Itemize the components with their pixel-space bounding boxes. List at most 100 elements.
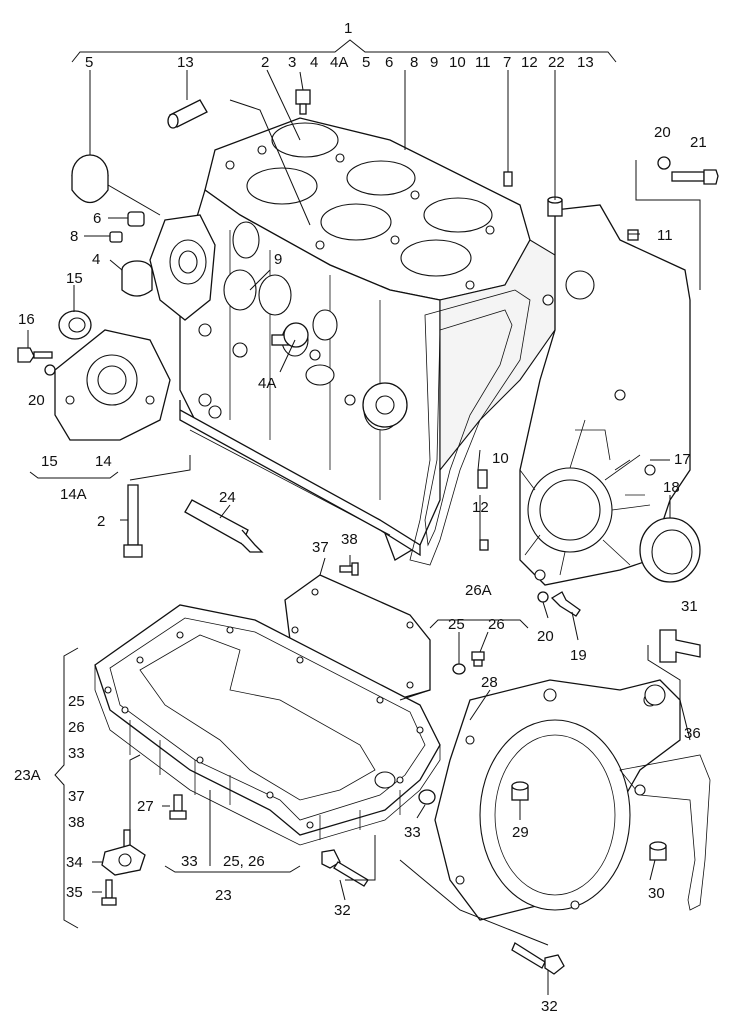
bolt-21: [671, 169, 719, 185]
label-9: 9: [430, 54, 438, 71]
label-6-left: 6: [93, 210, 101, 227]
dowel-30: [649, 841, 667, 861]
label-11: 11: [475, 54, 491, 71]
cylinder-bore-4: [320, 203, 392, 241]
label-4A-mid: 4A: [258, 375, 276, 392]
label-12-mid: 12: [472, 499, 489, 516]
cylinder-bore-1: [271, 122, 339, 158]
label-18: 18: [663, 479, 680, 496]
group-bracket-14A: [29, 471, 119, 479]
label-26-right: 26: [488, 616, 505, 633]
pin-7: [503, 171, 513, 187]
label-38-list: 38: [68, 814, 85, 831]
label-37-top: 37: [312, 539, 329, 556]
oil-pan: [94, 604, 441, 846]
label-19: 19: [570, 647, 587, 664]
label-25-list: 25: [68, 693, 85, 710]
label-9-mid: 9: [274, 251, 282, 268]
label-30: 30: [648, 885, 665, 902]
label-32-upper: 32: [334, 902, 351, 919]
cylinder-bore-2: [246, 167, 318, 205]
cylinder-bore-5: [423, 197, 493, 233]
screw-38: [339, 562, 359, 576]
seal-ring-33: [418, 789, 436, 805]
label-20-left: 20: [28, 392, 45, 409]
washer-20-lower: [537, 591, 549, 603]
label-32-lower: 32: [541, 998, 558, 1015]
label-29: 29: [512, 824, 529, 841]
label-23A: 23A: [14, 767, 41, 784]
label-5: 5: [362, 54, 370, 71]
label-22: 22: [548, 54, 565, 71]
pipe-4A: [271, 322, 309, 348]
group-bracket-23A: [54, 647, 79, 929]
label-4A: 4A: [330, 54, 348, 71]
label-21: 21: [690, 134, 707, 151]
intermediate-plate-28: [434, 679, 681, 921]
sealing-cap-5: [71, 154, 109, 204]
label-15-top: 15: [66, 270, 83, 287]
label-31: 31: [681, 598, 698, 615]
label-16: 16: [18, 311, 35, 328]
label-4: 4: [310, 54, 318, 71]
bolt-16: [17, 347, 53, 363]
label-17: 17: [674, 451, 691, 468]
seal-18: [639, 517, 701, 583]
rear-flange: [149, 214, 216, 321]
label-35: 35: [66, 884, 83, 901]
flange-14: [54, 329, 171, 441]
label-4-left: 4: [92, 251, 100, 268]
sealant-tube-24: [184, 499, 264, 553]
cylinder-bore-6: [400, 239, 472, 277]
group-bracket-23: [164, 865, 301, 873]
bolt-32-upper: [321, 849, 369, 887]
label-13-left: 13: [177, 54, 194, 71]
bolt-19: [550, 591, 581, 617]
plug-13: [167, 99, 208, 129]
label-33-list: 33: [68, 745, 85, 762]
label-15-bottom: 15: [41, 453, 58, 470]
washer-20-top: [657, 156, 671, 170]
timing-cover-plate: [519, 204, 691, 586]
label-33-right: 33: [404, 824, 421, 841]
label-25-right: 25: [448, 616, 465, 633]
label-3: 3: [288, 54, 296, 71]
bolt-35: [101, 879, 117, 906]
label-20-lower: 20: [537, 628, 554, 645]
label-26-list: 26: [68, 719, 85, 736]
label-20-top: 20: [654, 124, 671, 141]
label-10-mid: 10: [492, 450, 509, 467]
oil-level-sensor-34: [101, 829, 146, 876]
pin-12b: [479, 539, 489, 551]
label-1: 1: [344, 20, 352, 37]
bolt-31: [659, 629, 701, 663]
label-37-list: 37: [68, 788, 85, 805]
label-23: 23: [215, 887, 232, 904]
cylinder-bore-3: [346, 160, 416, 196]
label-14A: 14A: [60, 486, 87, 503]
cylinder-block: [179, 117, 556, 561]
bolt-3: [295, 89, 311, 115]
label-34: 34: [66, 854, 83, 871]
label-27: 27: [137, 798, 154, 815]
label-36: 36: [684, 725, 701, 742]
label-10: 10: [449, 54, 466, 71]
screw-27: [169, 794, 187, 820]
label-2-left: 2: [97, 513, 105, 530]
pin-12: [477, 469, 488, 489]
label-5-left: 5: [85, 54, 93, 71]
label-25-26: 25, 26: [223, 853, 265, 870]
callout-labels: 1 2 3 4 4A 5 6 8 9 10 11 7 12 22 13 13 5…: [14, 20, 707, 1015]
bolt-32-lower: [511, 942, 565, 975]
label-8-left: 8: [70, 228, 78, 245]
group-bracket-26A: [429, 619, 529, 629]
label-24: 24: [219, 489, 236, 506]
bolt-2: [123, 484, 143, 558]
sleeve-4: [121, 260, 153, 297]
label-11-right: 11: [657, 227, 673, 244]
label-28: 28: [481, 674, 498, 691]
seal-15: [58, 310, 92, 340]
washer-25: [452, 663, 466, 675]
